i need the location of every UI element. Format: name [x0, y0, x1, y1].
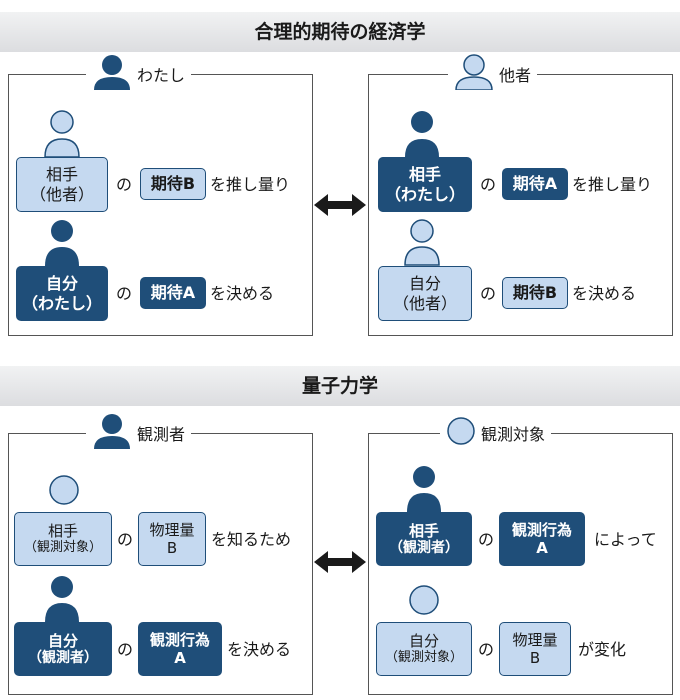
particle-no: の	[480, 175, 497, 194]
particle-no: の	[117, 530, 134, 549]
person-icon	[404, 464, 444, 512]
particle-no: の	[478, 640, 495, 659]
double-arrow-icon	[314, 193, 366, 221]
verb-text: を決める	[210, 284, 275, 303]
person-icon	[454, 54, 494, 94]
concept-box: 期待A	[140, 277, 206, 309]
panel-header: 観測者	[86, 413, 192, 453]
panel-header: 他者	[448, 54, 538, 94]
person-icon	[42, 574, 82, 622]
section-title: 量子力学	[301, 375, 378, 397]
circle-icon	[48, 474, 80, 506]
panel-header: わたし	[86, 54, 192, 94]
section-title: 合理的期待の経済学	[254, 21, 426, 43]
person-icon	[92, 54, 132, 94]
self-box: 自分（観測者）	[14, 622, 112, 676]
section-title-band	[0, 12, 680, 52]
circle-icon	[408, 584, 440, 616]
person-icon	[402, 108, 442, 158]
person-icon	[42, 108, 82, 158]
person-icon	[402, 218, 442, 266]
verb-text: によって	[594, 530, 657, 549]
other-party-box: 相手（わたし）	[378, 157, 472, 212]
self-box: 自分（他者）	[378, 266, 472, 321]
particle-no: の	[116, 284, 133, 303]
person-icon	[42, 218, 82, 266]
self-box: 自分（わたし）	[16, 266, 108, 321]
panel-header-label: わたし	[137, 66, 186, 85]
self-box: 自分（観測対象）	[376, 622, 472, 676]
particle-no: の	[116, 175, 133, 194]
panel-header: 観測対象	[440, 415, 552, 451]
verb-text: を推し量り	[572, 175, 653, 194]
verb-text: を知るため	[211, 530, 292, 549]
concept-box: 期待B	[502, 277, 568, 309]
verb-text: を決める	[572, 284, 637, 303]
verb-text: を決める	[227, 640, 292, 659]
verb-text: を推し量り	[210, 175, 291, 194]
particle-no: の	[117, 640, 134, 659]
panel-header-label: 他者	[499, 66, 532, 85]
concept-box: 期待A	[502, 168, 568, 200]
verb-text: が変化	[578, 640, 627, 659]
panel-header-label: 観測対象	[481, 425, 546, 444]
panel-header-label: 観測者	[137, 425, 186, 444]
particle-no: の	[480, 284, 497, 303]
double-arrow-icon	[314, 550, 366, 578]
other-party-box: 相手（他者）	[16, 157, 108, 212]
particle-no: の	[478, 530, 495, 549]
circle-icon	[446, 416, 476, 450]
section-title-band	[0, 366, 680, 406]
other-party-box: 相手（観測者）	[376, 512, 472, 566]
concept-box: 期待B	[140, 168, 206, 200]
other-party-box: 相手（観測対象）	[14, 512, 112, 566]
person-icon	[92, 413, 132, 453]
